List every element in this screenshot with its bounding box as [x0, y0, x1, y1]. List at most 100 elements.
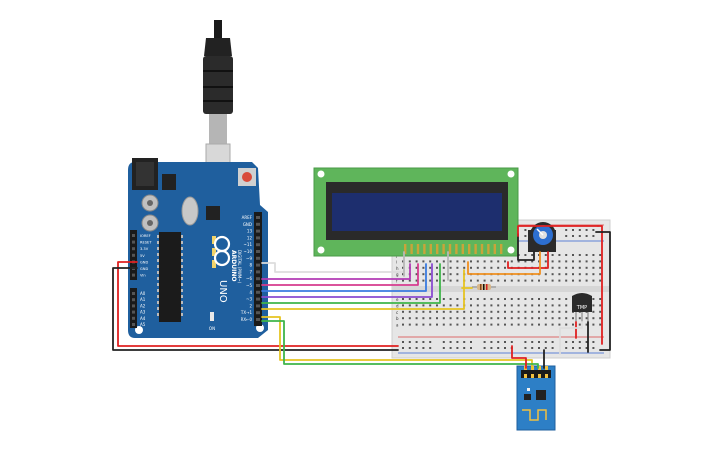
breadboard-hole[interactable] [592, 260, 595, 263]
breadboard-hole[interactable] [436, 323, 438, 326]
breadboard-hole[interactable] [402, 260, 404, 263]
lcd-pin[interactable] [500, 244, 503, 254]
breadboard-hole[interactable] [490, 317, 493, 320]
breadboard-hole[interactable] [551, 298, 554, 300]
resistor[interactable] [472, 284, 496, 290]
breadboard-hole[interactable] [538, 279, 540, 282]
breadboard-hole[interactable] [517, 304, 520, 307]
breadboard-hole[interactable] [517, 279, 520, 282]
breadboard-hole[interactable] [599, 304, 602, 307]
analog-pin[interactable] [132, 316, 135, 320]
breadboard-hole[interactable] [510, 317, 513, 320]
breadboard-hole[interactable] [476, 317, 479, 320]
breadboard-hole[interactable] [558, 260, 561, 263]
breadboard-hole[interactable] [524, 279, 527, 282]
rail-hole[interactable] [531, 347, 534, 349]
rail-hole[interactable] [572, 347, 574, 349]
breadboard-hole[interactable] [449, 304, 452, 307]
breadboard-hole[interactable] [422, 260, 425, 263]
breadboard-hole[interactable] [442, 273, 445, 276]
breadboard-hole[interactable] [585, 254, 588, 256]
rail-hole[interactable] [565, 235, 568, 237]
digital-pin[interactable] [256, 263, 260, 267]
breadboard-hole[interactable] [592, 310, 595, 313]
breadboard-hole[interactable] [558, 298, 561, 300]
rail-hole[interactable] [592, 229, 595, 231]
breadboard-hole[interactable] [565, 323, 568, 326]
lcd-pin[interactable] [404, 244, 407, 254]
breadboard-hole[interactable] [510, 260, 513, 263]
breadboard-hole[interactable] [510, 323, 513, 326]
breadboard-hole[interactable] [551, 279, 554, 282]
breadboard-hole[interactable] [463, 266, 466, 269]
breadboard-hole[interactable] [524, 317, 527, 320]
lcd-pin[interactable] [448, 244, 452, 254]
breadboard-hole[interactable] [558, 266, 561, 269]
lcd-pin[interactable] [442, 244, 445, 254]
breadboard-hole[interactable] [565, 298, 568, 300]
rail-hole[interactable] [456, 341, 459, 343]
breadboard-hole[interactable] [524, 254, 527, 256]
breadboard-hole[interactable] [565, 317, 568, 320]
breadboard-hole[interactable] [510, 298, 513, 300]
breadboard-hole[interactable] [490, 260, 493, 263]
breadboard-hole[interactable] [408, 310, 411, 313]
breadboard-hole[interactable] [442, 260, 445, 263]
breadboard-hole[interactable] [449, 266, 452, 269]
breadboard-hole[interactable] [572, 254, 574, 256]
breadboard-hole[interactable] [592, 323, 595, 326]
breadboard-hole[interactable] [415, 323, 418, 326]
rail-hole[interactable] [578, 341, 581, 343]
breadboard-hole[interactable] [551, 273, 554, 276]
breadboard-hole[interactable] [449, 323, 452, 326]
breadboard-hole[interactable] [592, 273, 595, 276]
breadboard-hole[interactable] [422, 279, 425, 282]
breadboard-hole[interactable] [551, 304, 554, 307]
esp-pin[interactable] [545, 374, 548, 378]
breadboard-hole[interactable] [408, 260, 411, 263]
breadboard-hole[interactable] [483, 317, 486, 320]
breadboard-hole[interactable] [456, 310, 459, 313]
rail-hole[interactable] [524, 235, 527, 237]
breadboard-hole[interactable] [442, 317, 445, 320]
rail-hole[interactable] [415, 347, 418, 349]
digital-pin[interactable] [256, 236, 260, 240]
breadboard-hole[interactable] [578, 279, 581, 282]
breadboard-hole[interactable] [538, 317, 540, 320]
rail-hole[interactable] [497, 341, 500, 343]
breadboard-hole[interactable] [585, 323, 588, 326]
breadboard-hole[interactable] [504, 317, 506, 320]
analog-pin[interactable] [132, 323, 135, 326]
rail-hole[interactable] [429, 347, 432, 349]
rail-hole[interactable] [565, 347, 568, 349]
rail-hole[interactable] [524, 347, 527, 349]
breadboard-hole[interactable] [544, 273, 547, 276]
breadboard-hole[interactable] [592, 317, 595, 320]
esp-pin[interactable] [545, 366, 548, 370]
breadboard-hole[interactable] [565, 279, 568, 282]
breadboard-hole[interactable] [572, 260, 574, 263]
breadboard-hole[interactable] [470, 323, 472, 326]
breadboard-hole[interactable] [538, 254, 540, 256]
esp8266-wifi-module[interactable] [516, 365, 556, 431]
breadboard-hole[interactable] [449, 279, 452, 282]
temperature-sensor[interactable]: TMP [572, 293, 592, 322]
digital-pin[interactable] [256, 256, 260, 260]
breadboard-hole[interactable] [415, 304, 418, 307]
breadboard-hole[interactable] [531, 317, 534, 320]
rail-hole[interactable] [585, 347, 588, 349]
breadboard-hole[interactable] [517, 260, 520, 263]
breadboard-hole[interactable] [572, 266, 574, 269]
breadboard-hole[interactable] [538, 298, 540, 300]
breadboard-hole[interactable] [578, 273, 581, 276]
rail-hole[interactable] [565, 341, 568, 343]
breadboard-hole[interactable] [470, 317, 472, 320]
rail-hole[interactable] [422, 347, 425, 349]
breadboard-hole[interactable] [429, 323, 432, 326]
rail-hole[interactable] [524, 341, 527, 343]
breadboard-hole[interactable] [470, 298, 472, 300]
breadboard-hole[interactable] [463, 310, 466, 313]
breadboard-hole[interactable] [592, 266, 595, 269]
breadboard-hole[interactable] [504, 323, 506, 326]
breadboard-hole[interactable] [476, 260, 479, 263]
